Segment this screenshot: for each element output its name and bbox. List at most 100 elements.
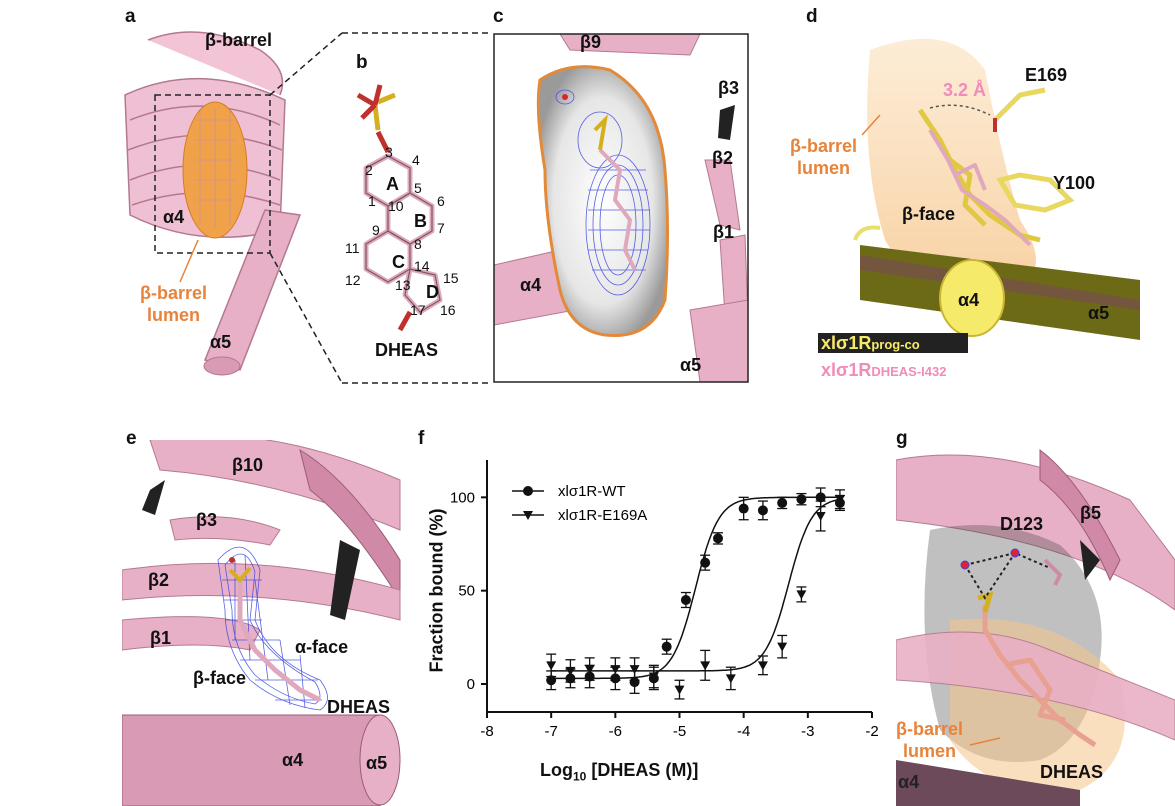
beta2-label: β2 — [712, 148, 733, 168]
beta10-label: β10 — [232, 455, 264, 475]
panel-b-letter: b — [356, 52, 368, 73]
xlabel-post: [DHEAS (M)] — [586, 760, 699, 780]
xlabel-pre: Log — [540, 760, 573, 780]
data-point-wt — [680, 595, 691, 605]
dheas-label-g: DHEAS — [1040, 762, 1104, 782]
x-tick-label: -6 — [609, 723, 622, 740]
data-point-e169a — [757, 661, 768, 671]
dheas-label-e: DHEAS — [327, 697, 391, 717]
data-point-wt — [700, 557, 711, 568]
beta1-label-e: β1 — [150, 628, 171, 648]
panel-a-letter: a — [125, 6, 136, 27]
legend-dheas: xlσ1RDHEAS-I432 — [821, 360, 946, 381]
ring-c-label: C — [392, 252, 405, 272]
panel-c-letter: c — [493, 6, 504, 27]
legend-prog-co-sub: prog-co — [871, 337, 920, 352]
data-point-e169a — [725, 674, 736, 684]
xlabel-sub: 10 — [573, 769, 587, 784]
x-tick-label: -7 — [544, 723, 557, 740]
carbon-14: 14 — [414, 258, 430, 274]
data-point-e169a — [700, 661, 711, 671]
e169-label: E169 — [1025, 65, 1068, 85]
data-point-wt — [796, 494, 807, 505]
data-point-e169a — [546, 661, 557, 671]
beta3-label-e: β3 — [196, 510, 217, 530]
data-point-e169a — [674, 685, 685, 695]
y-tick-label: 0 — [467, 676, 475, 693]
lumen-label-d: β-barrel lumen — [790, 135, 857, 179]
fit-curve-wt — [551, 496, 840, 680]
data-point-e169a — [796, 590, 807, 600]
ring-a-label: A — [386, 174, 399, 194]
chart-x-axis-label: Log10 [DHEAS (M)] — [540, 760, 698, 784]
lumen-line2: lumen — [147, 305, 201, 325]
ring-b-label: B — [414, 211, 427, 231]
lumen-label: β-barrel lumen — [140, 282, 207, 326]
carbon-7: 7 — [437, 220, 445, 236]
data-point-wt — [661, 641, 672, 652]
x-tick-label: -8 — [480, 723, 493, 740]
carbon-10: 10 — [388, 198, 404, 214]
x-tick-label: -3 — [801, 723, 814, 740]
data-point-wt — [757, 505, 768, 516]
distance-label: 3.2 Å — [943, 80, 987, 100]
d123-label: D123 — [1000, 514, 1044, 534]
legend-dheas-sub: DHEAS-I432 — [871, 364, 947, 379]
data-point-wt — [738, 503, 749, 514]
data-point-wt — [815, 492, 826, 503]
lumen-g-line1: β-barrel — [896, 719, 964, 739]
data-point-e169a — [777, 642, 788, 652]
panel-g-letter: g — [896, 428, 908, 449]
lumen-line1: β-barrel — [140, 283, 208, 303]
ring-d-label: D — [426, 282, 439, 302]
legend-marker-wt — [523, 486, 533, 496]
data-point-e169a — [565, 666, 576, 676]
alpha5-label-c: α5 — [680, 355, 702, 375]
carbon-12: 12 — [345, 272, 361, 288]
x-tick-label: -5 — [673, 723, 686, 740]
alpha4-label-e: α4 — [282, 750, 304, 770]
beta9-label: β9 — [580, 32, 601, 52]
alpha4-label-c: α4 — [520, 275, 542, 295]
carbon-13: 13 — [395, 277, 411, 293]
alpha-face-label: α-face — [295, 637, 349, 657]
data-point-wt — [546, 675, 557, 686]
y100-label: Y100 — [1053, 173, 1096, 193]
carbon-6: 6 — [437, 193, 445, 209]
panel-f-letter: f — [418, 428, 425, 449]
carbon-16: 16 — [440, 302, 456, 318]
carbon-11: 11 — [345, 240, 360, 256]
carbon-17: 17 — [410, 302, 426, 318]
fit-curve-e169a — [551, 498, 841, 672]
carbon-5: 5 — [414, 180, 422, 196]
beta-face-label-e: β-face — [193, 668, 247, 688]
lumen-g-line2: lumen — [903, 741, 957, 761]
legend-label: xlσ1R-WT — [558, 483, 626, 500]
data-point-e169a — [610, 665, 621, 675]
data-point-e169a — [584, 665, 595, 675]
legend-prog-co-name: xlσ1R — [821, 333, 872, 353]
beta2-label-e: β2 — [148, 570, 169, 590]
carbon-4: 4 — [412, 152, 420, 168]
carbon-2: 2 — [365, 162, 373, 178]
x-tick-label: -2 — [865, 723, 878, 740]
beta3-label: β3 — [718, 78, 739, 98]
legend-prog-co: xlσ1Rprog-co — [821, 333, 920, 354]
carbon-15: 15 — [443, 270, 459, 286]
legend-dheas-name: xlσ1R — [821, 360, 872, 380]
y-tick-label: 50 — [458, 583, 475, 600]
data-point-e169a — [834, 495, 845, 505]
carbon-9: 9 — [372, 222, 380, 238]
alpha4-label-g: α4 — [898, 772, 920, 792]
data-point-e169a — [815, 512, 826, 521]
panel-e-letter: e — [126, 428, 137, 449]
legend-marker-e169a — [523, 511, 533, 520]
alpha5-label-d: α5 — [1088, 303, 1110, 323]
lumen-d-line2: lumen — [797, 158, 851, 178]
alpha5-label-e: α5 — [366, 753, 388, 773]
